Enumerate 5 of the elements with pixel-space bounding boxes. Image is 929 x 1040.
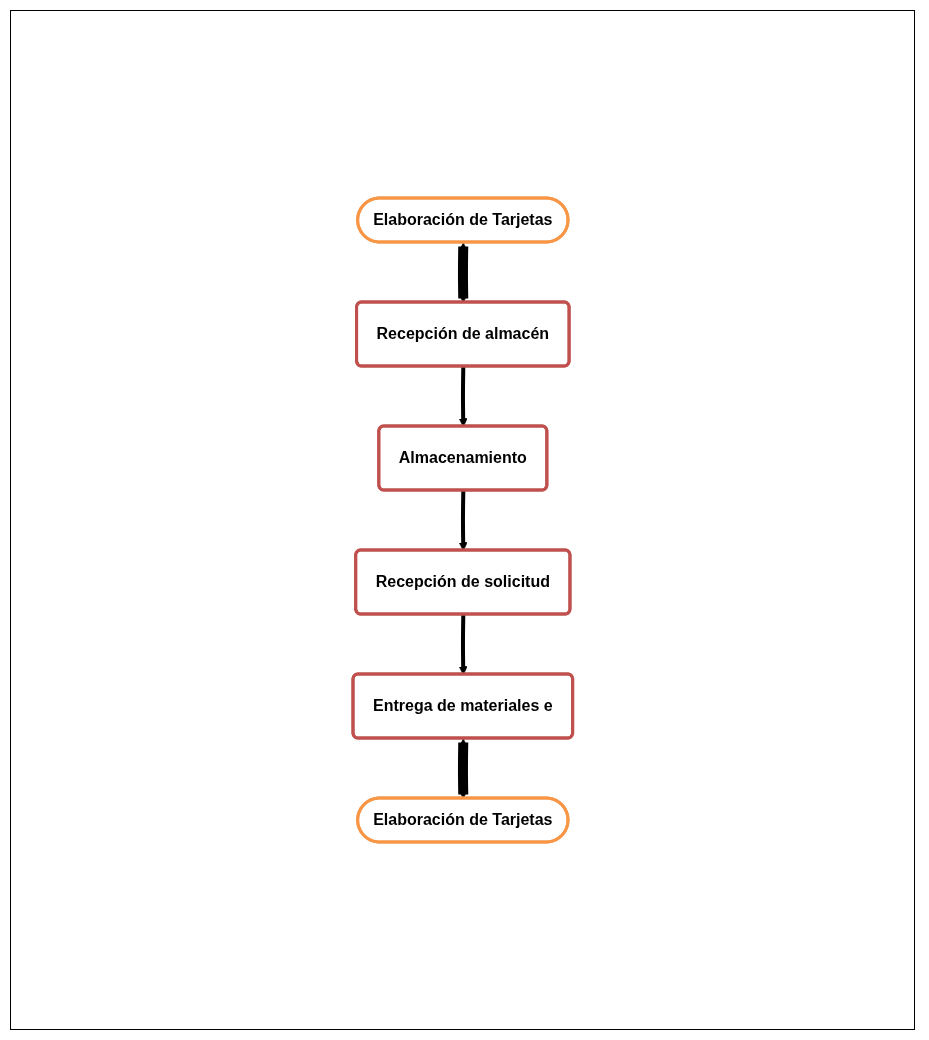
arrow [458, 366, 468, 427]
arrow [458, 490, 468, 551]
arrow [457, 242, 468, 303]
arrow [458, 614, 468, 675]
arrow [457, 738, 468, 799]
